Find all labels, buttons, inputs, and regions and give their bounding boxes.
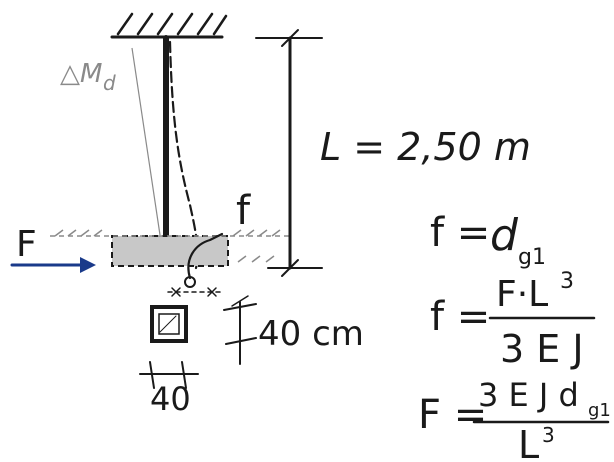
delta-md-label: △M — [60, 59, 102, 89]
deflection-label: f — [236, 188, 251, 234]
svg-text:3 E J: 3 E J — [500, 327, 584, 371]
fixed-support — [110, 12, 228, 39]
section-height-dimension — [223, 295, 257, 365]
formula-force: F = 3 E J d g1 L 3 — [418, 376, 611, 462]
section-height-label: 40 cm — [258, 314, 364, 354]
moment-line — [131, 47, 161, 236]
svg-text:3: 3 — [560, 269, 574, 294]
length-dimension — [255, 29, 323, 277]
tip-node — [184, 276, 196, 288]
svg-text:F·L: F·L — [496, 274, 548, 315]
svg-text:f =: f = — [430, 294, 490, 340]
formula-deflection: f = d g1 — [430, 210, 546, 270]
svg-text:f =: f = — [430, 210, 490, 256]
length-label: L = 2,50 m — [320, 125, 531, 169]
force-arrow — [10, 257, 96, 273]
svg-text:3 E J d: 3 E J d — [478, 376, 579, 414]
svg-text:L: L — [518, 423, 539, 462]
section-width-label: 40 — [150, 380, 191, 418]
delta-md-sub: d — [103, 71, 116, 95]
tip-hook — [187, 232, 224, 280]
force-label: F — [16, 224, 37, 265]
svg-text:d: d — [490, 210, 519, 261]
svg-text:g1: g1 — [518, 245, 546, 270]
svg-text:F =: F = — [418, 392, 487, 438]
cross-section — [150, 305, 188, 343]
svg-text:3: 3 — [542, 423, 555, 447]
deflected-shape — [168, 40, 199, 270]
section-width-dimension — [139, 361, 199, 389]
formula-deflection-expanded: f = F·L 3 3 E J — [430, 269, 596, 371]
svg-text:g1: g1 — [588, 400, 611, 421]
